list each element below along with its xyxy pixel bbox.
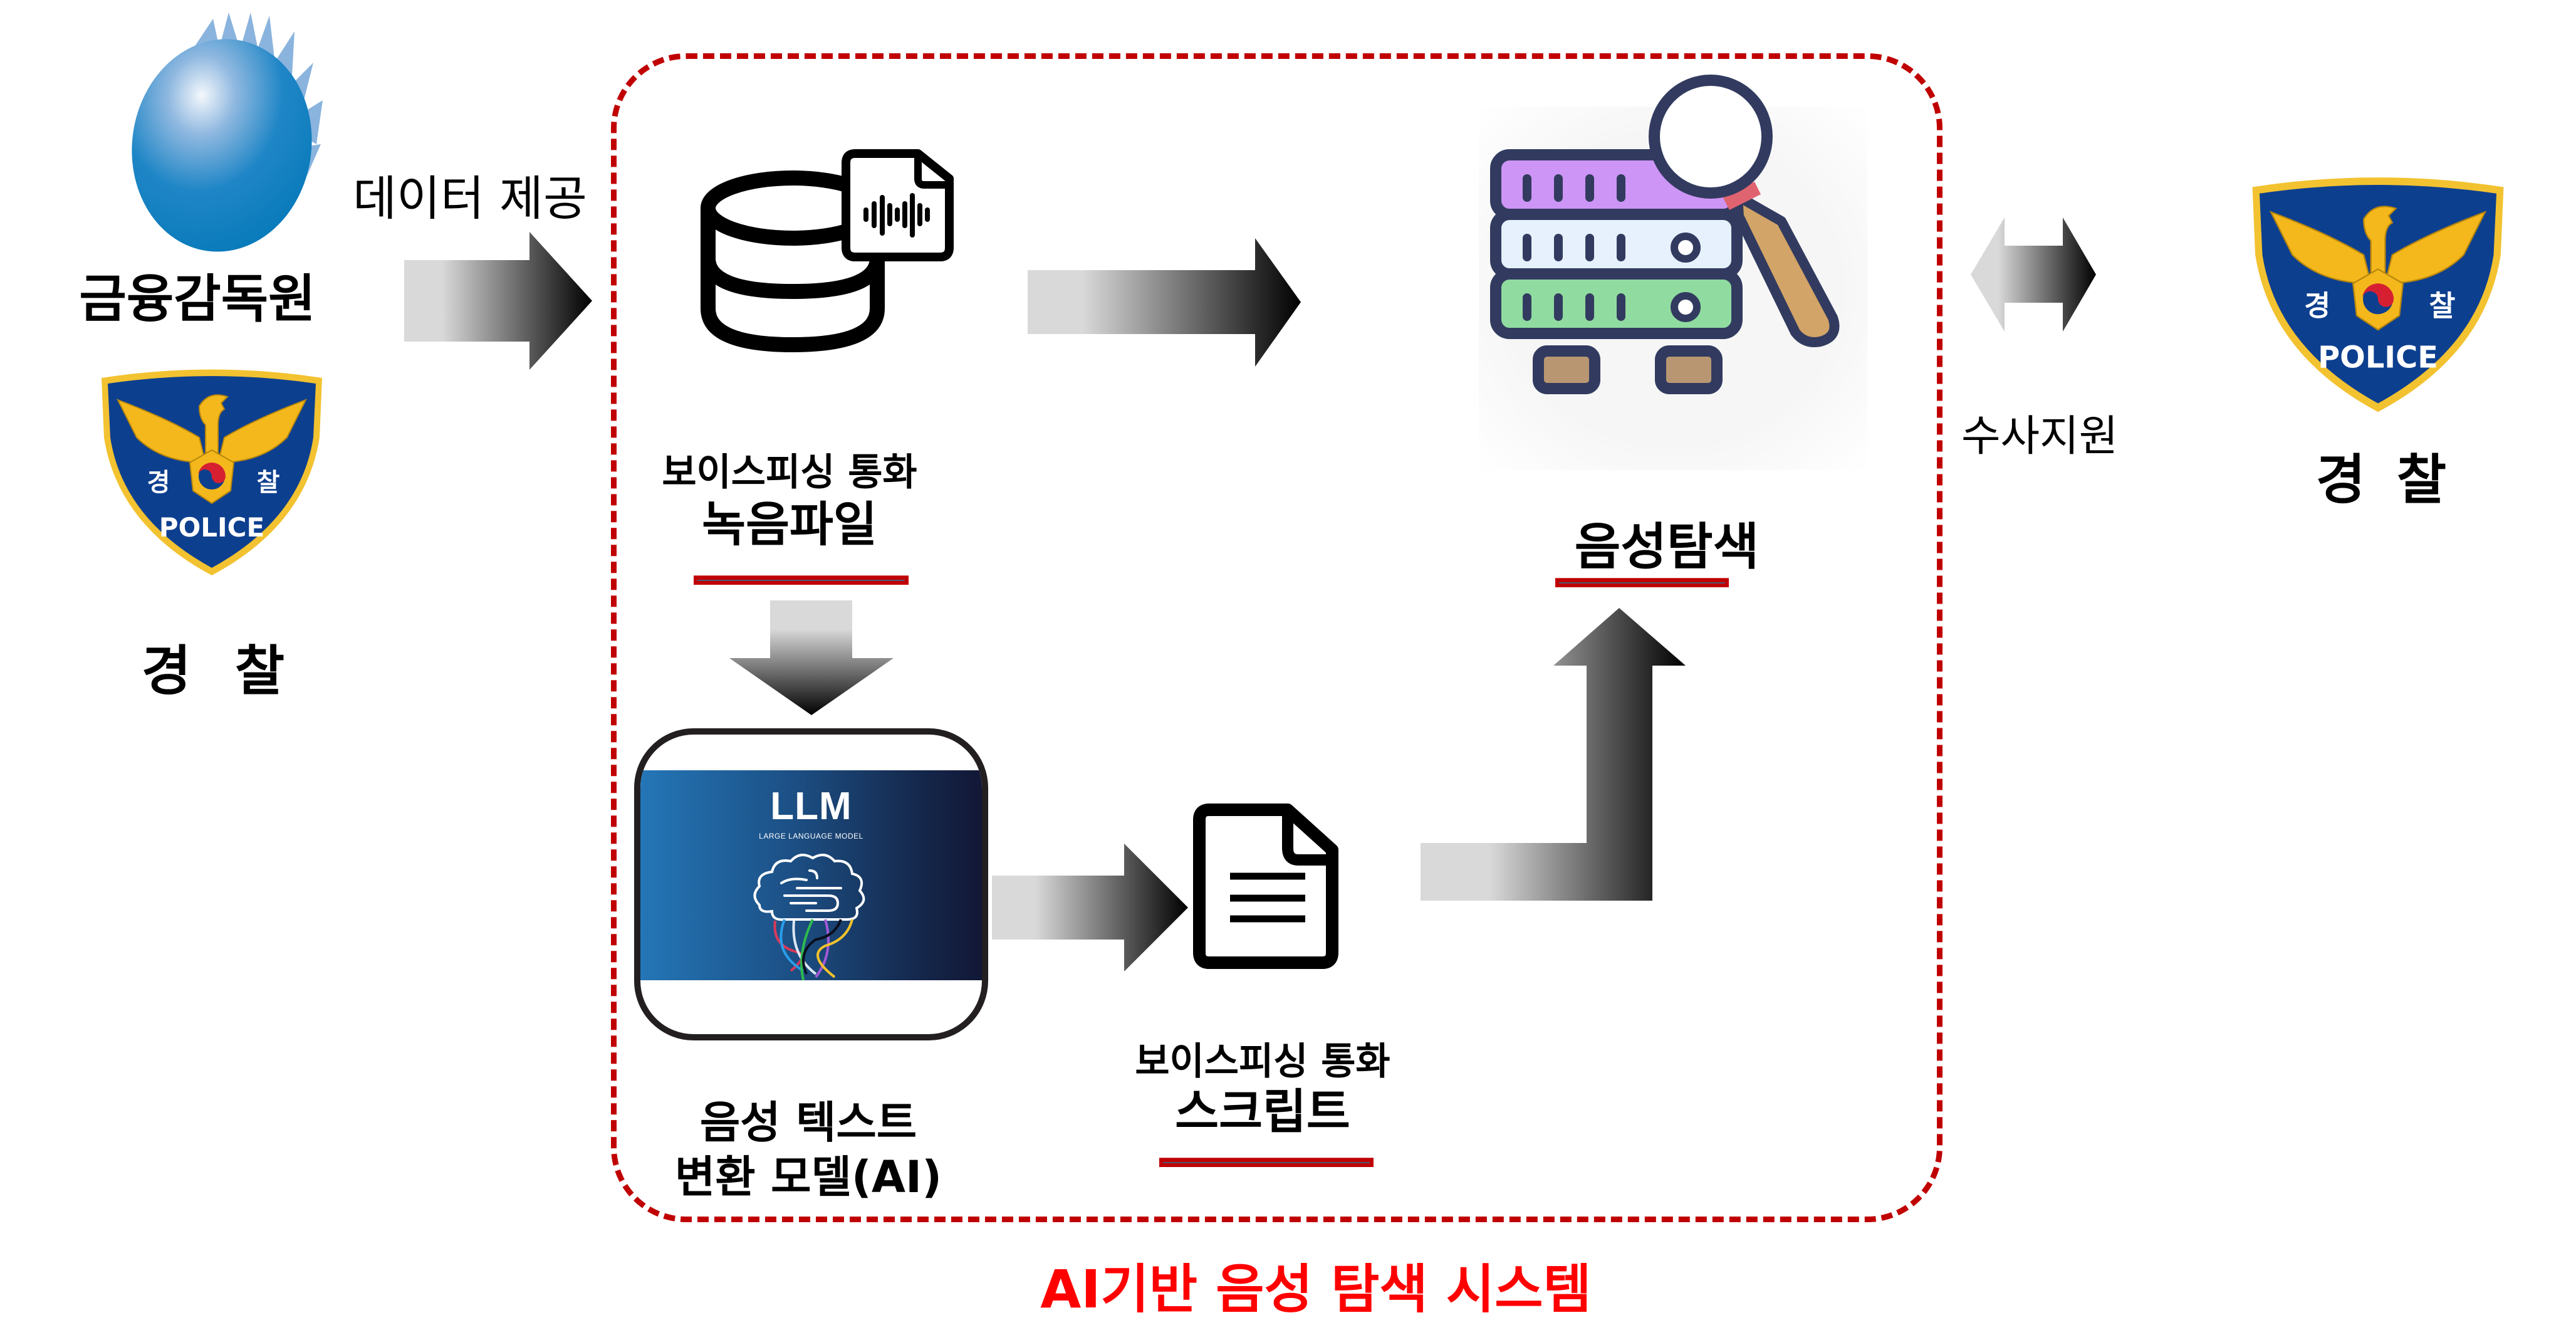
script-label-line2: 스크립트 <box>1175 1084 1350 1139</box>
investigation-support-arrow <box>1971 217 2096 332</box>
llm-subtitle: LARGE LANGUAGE MODEL <box>759 832 863 840</box>
down-arrow <box>729 600 894 715</box>
badge-right-char: 찰 <box>257 468 280 497</box>
llm-label-line2: 변환 모델(AI) <box>674 1151 942 1203</box>
script-underline <box>1159 1158 1374 1167</box>
server-search-icon <box>1488 75 1864 467</box>
fss-label: 금융감독원 <box>79 270 316 329</box>
badge-right-char: 찰 <box>2429 289 2456 322</box>
llm-to-script-arrow <box>992 844 1188 971</box>
document-icon <box>1191 801 1341 971</box>
search-underline <box>1555 578 1729 587</box>
police-label-left: 경 찰 <box>141 640 285 703</box>
llm-model-card: LLM LARGE LANGUAGE MODEL <box>634 728 988 1040</box>
investigation-support-label: 수사지원 <box>1961 412 2119 461</box>
recording-label-line2: 녹음파일 <box>702 496 877 552</box>
database-audio-file-icon <box>701 138 954 364</box>
badge-text: POLICE <box>159 512 264 543</box>
police-badge-icon: 경 찰 POLICE <box>2250 172 2506 423</box>
fss-logo-icon <box>88 6 338 257</box>
recording-to-search-arrow <box>1028 238 1301 367</box>
data-provision-arrow <box>404 232 592 370</box>
badge-left-char: 경 <box>2304 289 2330 322</box>
script-label-line1: 보이스피싱 통화 <box>1135 1040 1390 1084</box>
recording-underline <box>694 575 909 585</box>
police-label-right: 경 찰 <box>2315 449 2447 511</box>
system-title: AI기반 음성 탐색 시스템 <box>1040 1259 1592 1320</box>
police-badge-icon: 경 찰 POLICE <box>99 369 325 582</box>
search-label: 음성탐색 <box>1574 518 1760 576</box>
badge-left-char: 경 <box>147 468 170 497</box>
script-to-search-arrow <box>1421 608 1696 921</box>
data-provision-label: 데이터 제공 <box>353 170 587 226</box>
llm-title: LLM <box>770 785 852 828</box>
ai-system-boundary <box>611 53 1942 1222</box>
llm-label-line1: 음성 텍스트 <box>699 1097 917 1148</box>
recording-label-line1: 보이스피싱 통화 <box>662 451 917 495</box>
llm-brain-icon: LLM LARGE LANGUAGE MODEL <box>640 770 982 981</box>
badge-text: POLICE <box>2318 341 2438 375</box>
